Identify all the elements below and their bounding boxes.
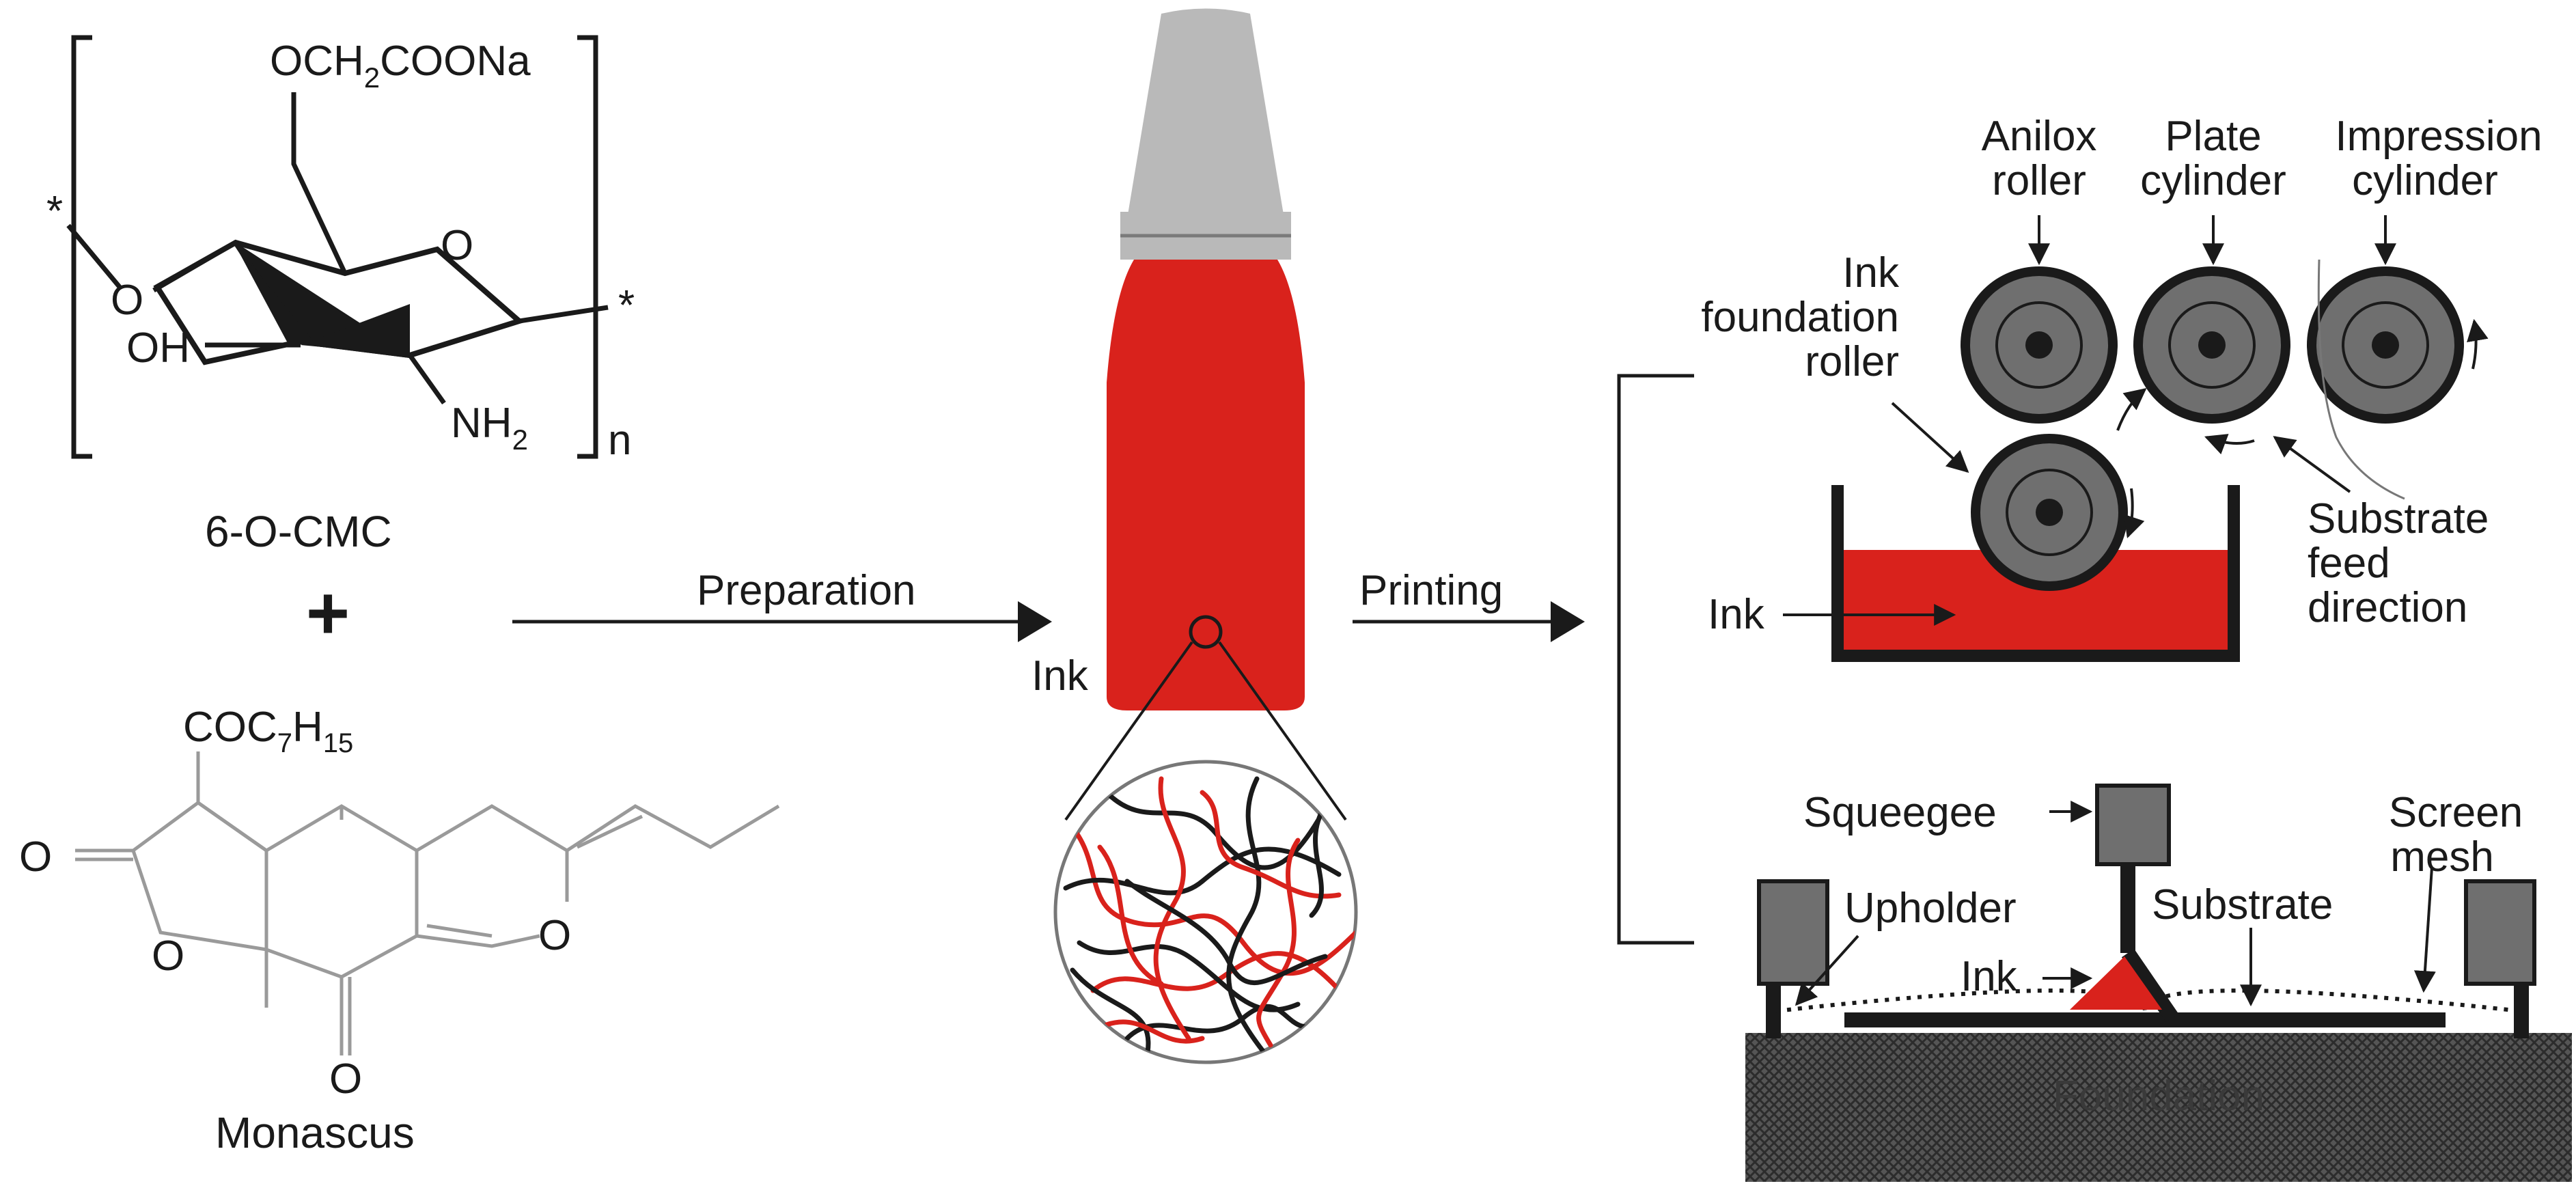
wedge-bond xyxy=(236,246,314,342)
plate-label-1: Plate xyxy=(2165,113,2261,160)
screen-ink xyxy=(2070,956,2162,1010)
impression-label-2: cylinder xyxy=(2352,157,2498,204)
cmc-substituent: OCH2COONa xyxy=(270,38,531,94)
monascus-pyran-o: O xyxy=(538,912,571,959)
monascus-carbonyl-o: O xyxy=(19,833,52,881)
screen-mesh-label-2: mesh xyxy=(2390,833,2494,881)
screen-ink-label: Ink xyxy=(1961,953,2018,1000)
left-bracket xyxy=(71,35,92,459)
ink-tray xyxy=(1831,485,2240,662)
screen-mesh xyxy=(1775,989,2521,1013)
flexo-printing-schematic: Anilox roller Plate cylinder Impression … xyxy=(1701,113,2543,662)
ink-foundation-roller xyxy=(1971,434,2128,591)
cmc-hydroxyl: OH xyxy=(126,324,190,372)
screen-substrate-label: Substrate xyxy=(2152,881,2333,928)
cmc-name: 6-O-CMC xyxy=(205,507,392,556)
foundation-roller-label-2: foundation xyxy=(1701,294,1899,341)
bottle-body xyxy=(1107,260,1305,710)
plus-sign: + xyxy=(306,571,350,655)
impression-label-1: Impression xyxy=(2335,113,2542,160)
substrate-sheet xyxy=(1844,1012,2446,1027)
bottle-cap xyxy=(1127,8,1284,219)
bottle-ink-label: Ink xyxy=(1031,652,1089,700)
wedge-bond-2 xyxy=(301,304,410,355)
monascus-structure xyxy=(75,751,780,1055)
foundation-roller-label-1: Ink xyxy=(1842,249,1900,296)
foundation-label: Foundation xyxy=(2053,1073,2265,1120)
cmc-repeat-n: n xyxy=(608,417,631,464)
cmc-star-right: * xyxy=(618,282,635,329)
substrate-feed-label-1: Substrate xyxy=(2308,495,2489,542)
foundation-roller-label-3: roller xyxy=(1805,338,1899,385)
monascus-lactone-o: O xyxy=(152,933,184,980)
screen-printing-schematic: Squeegee Screen mesh Upholder Substrate … xyxy=(1745,784,2572,1182)
ink-bottle: Ink xyxy=(1031,8,1347,821)
screen-mesh-label-1: Screen xyxy=(2389,789,2523,836)
printing-arrow-head xyxy=(1551,601,1585,642)
preparation-arrow-head xyxy=(1018,601,1052,642)
anilox-label-1: Anilox xyxy=(1982,113,2097,160)
polymer-network-zoom xyxy=(1053,760,1358,1064)
zoom-spot xyxy=(1189,615,1223,649)
plate-label-2: cylinder xyxy=(2140,157,2286,204)
squeegee-blade xyxy=(2121,948,2179,1023)
cmc-ring-oxygen: O xyxy=(441,222,473,269)
upholder-label: Upholder xyxy=(1844,885,2017,932)
cmc-star-left: * xyxy=(46,188,63,235)
monascus-acyl: COC7H15 xyxy=(183,704,353,758)
preparation-label: Preparation xyxy=(697,567,916,614)
monascus-ketone-o: O xyxy=(329,1055,362,1103)
upholder-right xyxy=(2464,879,2536,986)
impression-cylinder xyxy=(2307,266,2464,424)
right-bracket xyxy=(577,35,598,459)
anilox-roller xyxy=(1961,266,2118,424)
method-bracket xyxy=(1617,374,1694,945)
cmc-structure: OCH2COONa O O OH NH2 * * n 6-O-CMC xyxy=(46,35,635,556)
squeegee-label: Squeegee xyxy=(1803,789,1997,836)
plate-cylinder xyxy=(2133,266,2290,424)
foundation-block xyxy=(1745,1033,2572,1182)
substrate-feed-label-3: direction xyxy=(2308,584,2467,631)
cmc-amine: NH2 xyxy=(451,400,528,456)
squeegee-handle xyxy=(2095,784,2171,866)
cmc-link-oxygen: O xyxy=(111,277,143,324)
substrate-feed-label-2: feed xyxy=(2308,540,2390,587)
anilox-label-2: roller xyxy=(1992,157,2086,204)
flexo-ink-label: Ink xyxy=(1708,591,1765,638)
printing-label: Printing xyxy=(1359,567,1503,614)
monascus-name: Monascus xyxy=(215,1108,415,1157)
upholder-left xyxy=(1757,879,1829,986)
